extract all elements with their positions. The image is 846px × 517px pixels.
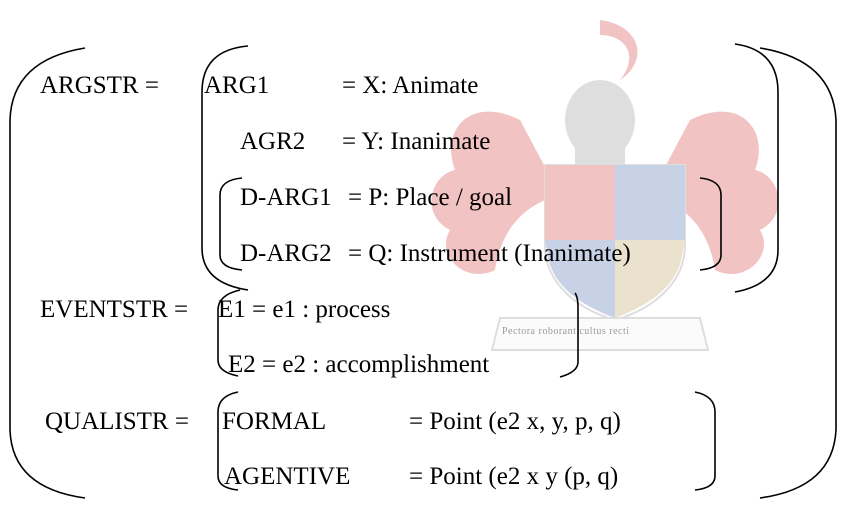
- eventstr-row-e2: E2 = e2 : accomplishment: [228, 352, 489, 377]
- qualistr-row-formal-name: FORMAL: [222, 409, 326, 434]
- eventstr-label: EVENTSTR =: [40, 297, 188, 322]
- argstr-row-agr2-name: AGR2: [240, 129, 305, 154]
- argstr-row-arg1-name: ARG1: [204, 73, 269, 98]
- qualistr-row-agentive-name: AGENTIVE: [224, 464, 350, 489]
- darg-left-bracket: [220, 178, 242, 270]
- argstr-row-darg2-value: = Q: Instrument (Inanimate): [348, 241, 631, 266]
- argstr-row-arg1-value: = X: Animate: [342, 73, 478, 98]
- argstr-row-darg2-name: D-ARG2: [240, 241, 332, 266]
- argstr-row-agr2-value: = Y: Inanimate: [342, 129, 490, 154]
- argstr-right-bracket: [735, 44, 778, 292]
- argstr-row-darg1-name: D-ARG1: [240, 185, 332, 210]
- argstr-row-darg1-value: = P: Place / goal: [348, 185, 512, 210]
- eventstr-right-bracket: [560, 293, 578, 377]
- qualistr-label: QUALISTR =: [45, 409, 189, 434]
- qualistr-row-formal-value: = Point (e2 x, y, p, q): [409, 409, 621, 434]
- qualistr-row-agentive-value: = Point (e2 x y (p, q): [409, 464, 618, 489]
- darg-right-bracket: [700, 178, 721, 270]
- argstr-label: ARGSTR =: [40, 73, 159, 98]
- qualistr-right-bracket: [695, 392, 715, 490]
- eventstr-row-e1: E1 = e1 : process: [218, 297, 390, 322]
